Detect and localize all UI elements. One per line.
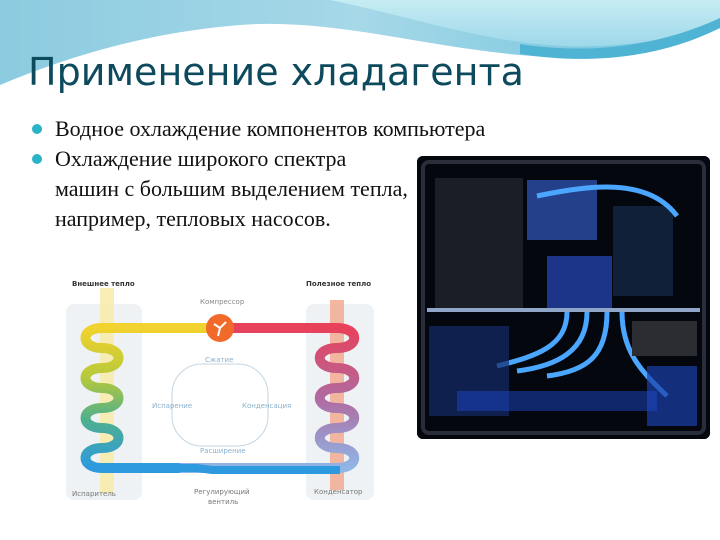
- bullet-icon: [32, 154, 42, 164]
- svg-text:Конденсатор: Конденсатор: [314, 488, 363, 496]
- svg-text:Регулирующий: Регулирующий: [194, 488, 250, 496]
- header-wave-decoration: [0, 0, 720, 85]
- water-cooled-pc-photo: [417, 156, 710, 439]
- svg-text:Расширение: Расширение: [200, 447, 246, 455]
- bullet-text: Охлаждение широкого спектра машин с боль…: [55, 146, 408, 231]
- svg-text:Компрессор: Компрессор: [200, 298, 245, 306]
- bullet-list: Водное охлаждение компонентов компьютера…: [28, 114, 675, 234]
- slide-title: Применение хладагента: [28, 50, 524, 94]
- svg-text:Конденсация: Конденсация: [242, 402, 291, 410]
- bullet-item: Водное охлаждение компонентов компьютера: [28, 114, 675, 144]
- svg-text:Испаритель: Испаритель: [72, 490, 116, 498]
- svg-text:Испарение: Испарение: [152, 402, 192, 410]
- bullet-text: Водное охлаждение компонентов компьютера: [55, 116, 486, 141]
- heat-pump-diagram: Внешнее тепло Полезное тепло Компрессор …: [66, 280, 374, 506]
- svg-text:Полезное тепло: Полезное тепло: [306, 280, 371, 288]
- svg-text:Сжатие: Сжатие: [205, 356, 233, 364]
- svg-text:Внешнее тепло: Внешнее тепло: [72, 280, 135, 288]
- svg-text:вентиль: вентиль: [208, 498, 238, 506]
- bullet-item: Охлаждение широкого спектра машин с боль…: [28, 144, 415, 234]
- bullet-icon: [32, 124, 42, 134]
